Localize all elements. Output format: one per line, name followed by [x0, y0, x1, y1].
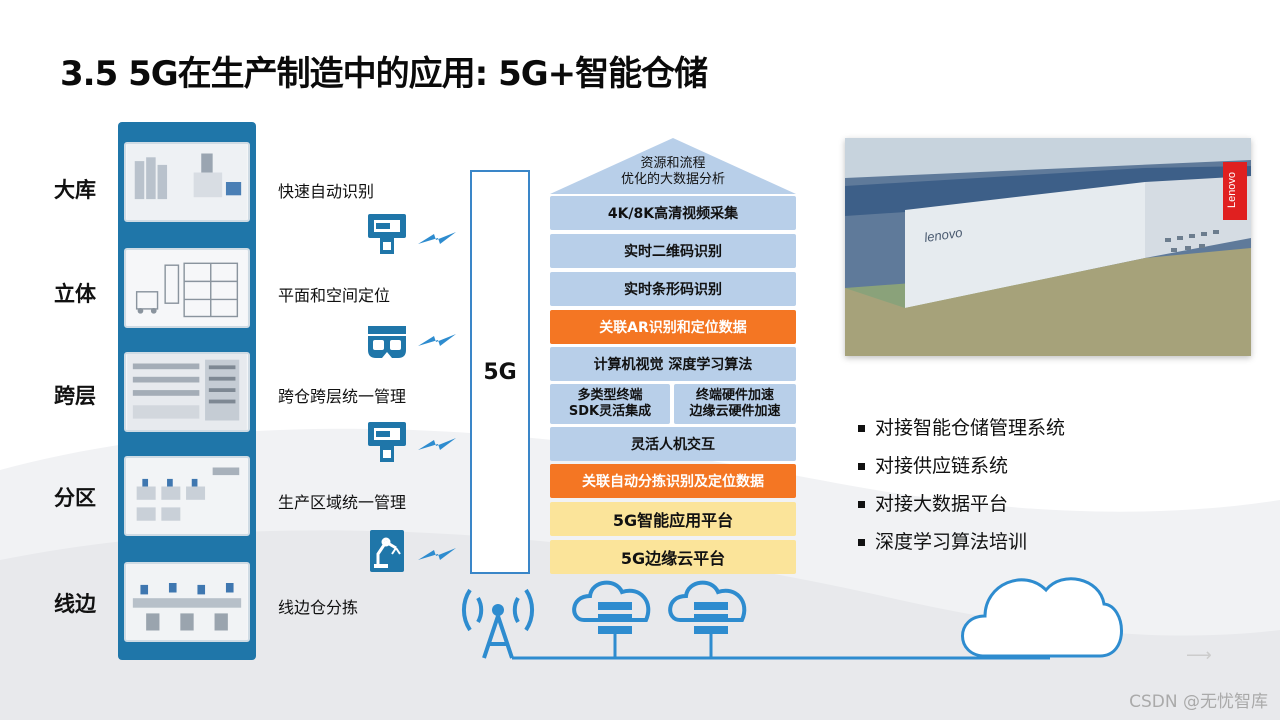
lenovo-sign-text: Lenovo — [1226, 172, 1238, 208]
wireless-bolt-icon-3 — [418, 438, 456, 450]
layer-hmi: 灵活人机交互 — [550, 427, 796, 461]
watermark: CSDN @无忧智库 — [1129, 692, 1268, 712]
wireless-bolt-icon-4 — [418, 548, 456, 560]
sdk-line-1: 多类型终端 — [577, 388, 643, 403]
hw-line-1: 终端硬件加速 — [695, 388, 774, 403]
row-label-4: 分区 — [54, 486, 96, 510]
integration-text-3: 对接大数据平台 — [875, 493, 1009, 515]
big-data-analysis-label: 资源和流程 优化的大数据分析 — [550, 156, 796, 188]
roof-line-1: 资源和流程 — [640, 156, 706, 171]
page-title: 3.5 5G在生产制造中的应用: 5G+智能仓储 — [60, 54, 708, 94]
feature-5: 线边仓分拣 — [278, 598, 359, 617]
integration-item-1: 对接智能仓储管理系统 — [858, 414, 1065, 452]
roof-line-2: 优化的大数据分析 — [620, 172, 725, 187]
5g-label: 5G — [483, 359, 517, 385]
integration-item-4: 深度学习算法培训 — [858, 528, 1065, 566]
lenovo-logo-text: lenovo — [923, 225, 963, 245]
layer-sorting-data: 关联自动分拣识别及定位数据 — [550, 464, 796, 498]
handheld-scanner-icon — [368, 422, 406, 462]
warehouse-image-4 — [124, 456, 250, 536]
5g-network-bar: 5G — [470, 170, 530, 574]
warehouse-image-panel — [118, 122, 256, 660]
robot-arm-icon — [370, 530, 404, 572]
feature-2: 平面和空间定位 — [278, 286, 391, 305]
ar-goggles-icon — [368, 326, 406, 358]
integration-text-2: 对接供应链系统 — [875, 455, 1009, 477]
row-label-5: 线边 — [54, 592, 96, 616]
layer-computer-vision: 计算机视觉 深度学习算法 — [550, 347, 796, 381]
layer-edge-platform: 5G边缘云平台 — [550, 540, 796, 574]
warehouse-image-3 — [124, 352, 250, 432]
integration-text-4: 深度学习算法培训 — [875, 531, 1028, 553]
scanner-icon — [368, 214, 406, 254]
feature-3: 跨仓跨层统一管理 — [278, 387, 407, 406]
row-label-2: 立体 — [54, 282, 96, 306]
integration-item-3: 对接大数据平台 — [858, 490, 1065, 528]
feature-4: 生产区域统一管理 — [278, 493, 407, 512]
arrow-right-icon: ⟶ — [1186, 645, 1212, 666]
stack-roof — [550, 138, 796, 194]
layer-hardware-acceleration: 终端硬件加速边缘云硬件加速 — [674, 384, 796, 424]
row-label-1: 大库 — [54, 178, 96, 202]
layer-app-platform: 5G智能应用平台 — [550, 502, 796, 536]
layer-video-capture: 4K/8K高清视频采集 — [550, 196, 796, 230]
wireless-bolt-icon-1 — [418, 232, 456, 244]
layer-ar-data: 关联AR识别和定位数据 — [550, 310, 796, 344]
integration-text-1: 对接智能仓储管理系统 — [875, 417, 1066, 439]
feature-1: 快速自动识别 — [278, 182, 375, 201]
warehouse-image-1 — [124, 142, 250, 222]
lenovo-warehouse-photo: Lenovo lenovo — [845, 138, 1251, 356]
row-label-3: 跨层 — [54, 384, 96, 408]
wireless-bolt-icon-2 — [418, 334, 456, 346]
integration-list: 对接智能仓储管理系统 对接供应链系统 对接大数据平台 深度学习算法培训 — [858, 414, 1065, 566]
integration-item-2: 对接供应链系统 — [858, 452, 1065, 490]
layer-barcode-recognition: 实时条形码识别 — [550, 272, 796, 306]
warehouse-image-2 — [124, 248, 250, 328]
layer-qr-recognition: 实时二维码识别 — [550, 234, 796, 268]
sdk-line-2: SDK灵活集成 — [568, 404, 652, 419]
hw-line-2: 边缘云硬件加速 — [689, 404, 781, 419]
warehouse-image-5 — [124, 562, 250, 642]
